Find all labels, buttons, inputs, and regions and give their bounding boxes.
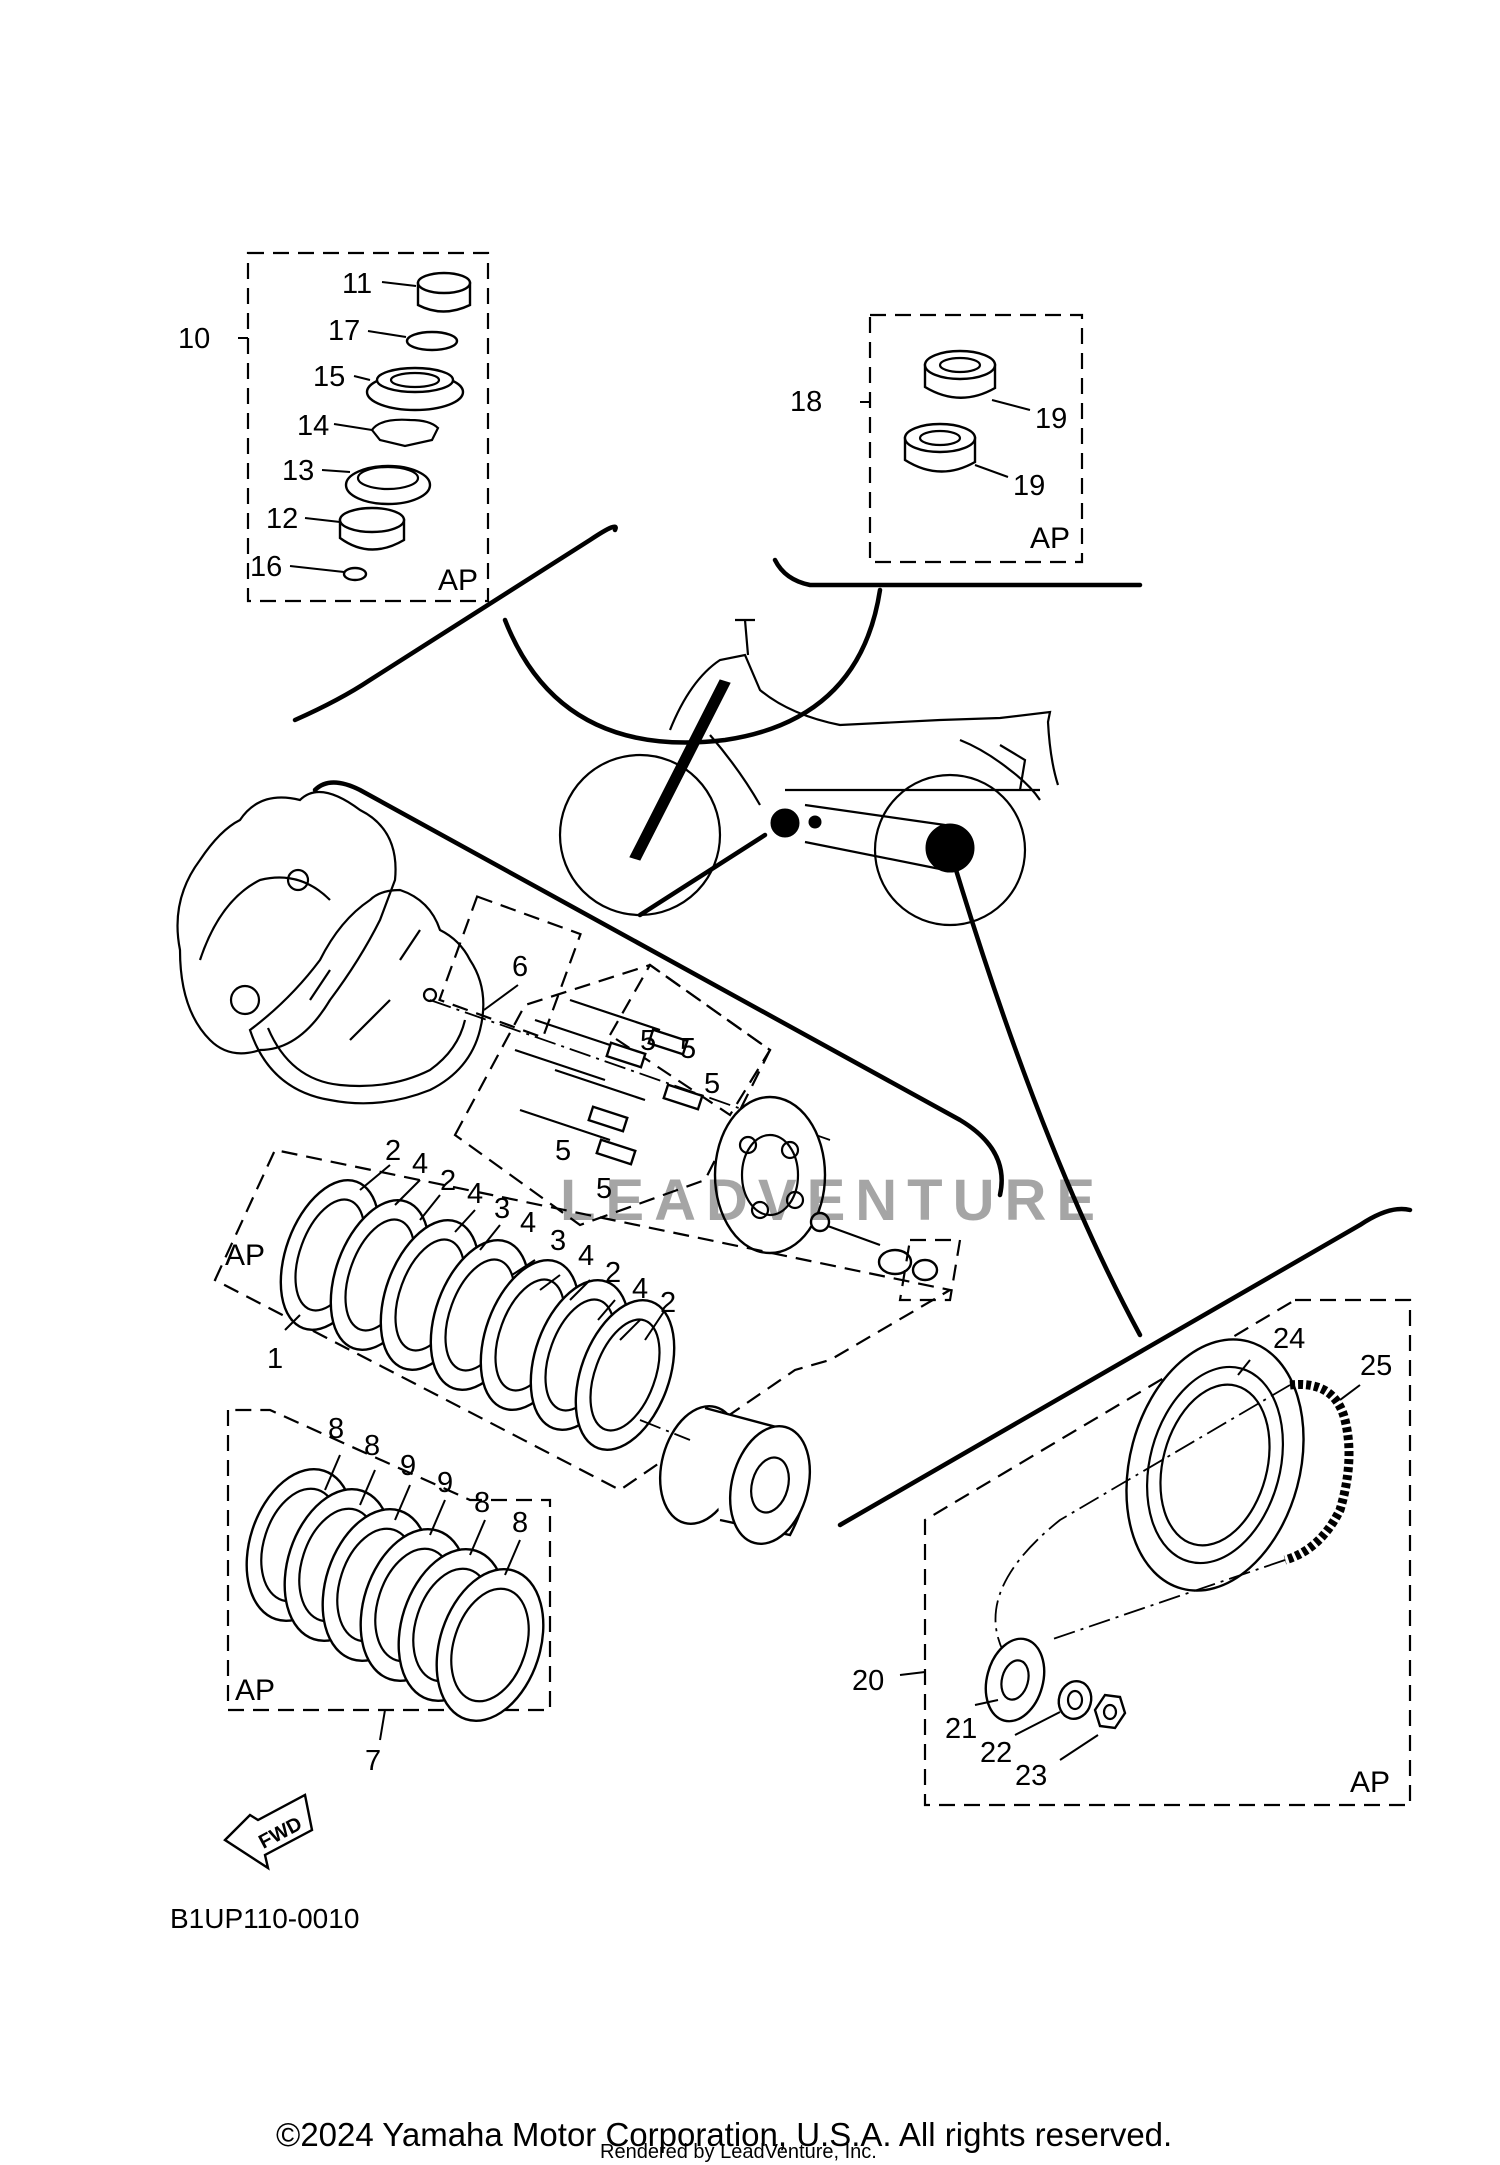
part-25-drive-chain[interactable] [1283, 1379, 1354, 1565]
callout-17[interactable]: 17 [328, 315, 360, 347]
friction-plate-stack[interactable] [228, 1455, 561, 1734]
ap-label-bearing: AP [1030, 522, 1070, 555]
callout-3b[interactable]: 3 [550, 1225, 566, 1257]
part-15-seal[interactable] [365, 366, 465, 412]
callout-16[interactable]: 16 [250, 551, 282, 583]
callout-5d[interactable]: 5 [555, 1135, 571, 1167]
part-21-drive-sprocket[interactable] [977, 1632, 1053, 1728]
friction-plate-set [226, 1408, 561, 1741]
ap-label-chain: AP [1350, 1766, 1390, 1799]
callout-4e[interactable]: 4 [632, 1273, 648, 1305]
callout-24[interactable]: 24 [1273, 1323, 1305, 1355]
part-11-bearing-race[interactable] [416, 271, 472, 313]
steering-kit-group [238, 251, 490, 603]
crankcase-cover-assembly [176, 790, 519, 1105]
assembly-labels: AP AP AP AP AP [225, 522, 1390, 1799]
callout-19a[interactable]: 19 [1035, 403, 1067, 435]
watermark: LEADVENTURE [560, 1168, 1105, 1233]
callout-18[interactable]: 18 [790, 386, 822, 418]
part-19-bearing-lower[interactable] [903, 422, 977, 473]
callout-4a[interactable]: 4 [412, 1148, 428, 1180]
callout-21[interactable]: 21 [945, 1713, 977, 1745]
callout-10[interactable]: 10 [178, 323, 210, 355]
clutch-plate-set [213, 1148, 954, 1492]
callout-3a[interactable]: 3 [494, 1193, 510, 1225]
callout-13[interactable]: 13 [282, 455, 314, 487]
callout-9b[interactable]: 9 [437, 1467, 453, 1499]
callout-4c[interactable]: 4 [520, 1207, 536, 1239]
callout-20[interactable]: 20 [852, 1665, 884, 1697]
push-rod-hardware [809, 1211, 962, 1302]
callout-5a[interactable]: 5 [640, 1025, 656, 1057]
callout-14[interactable]: 14 [297, 410, 329, 442]
drive-chain-kit [899, 1298, 1412, 1807]
part-13-bearing[interactable] [344, 464, 432, 506]
callout-bubbles [292, 524, 1413, 1528]
callout-labels: 10 11 17 15 14 13 12 16 18 19 19 6 5 5 5… [178, 268, 1392, 1792]
copyright-notice: ©2024 Yamaha Motor Corporation, U.S.A. A… [276, 2116, 1172, 2153]
part-22-lock-washer[interactable] [1055, 1678, 1096, 1723]
diagram-code: B1UP110-0010 [170, 1903, 359, 1934]
fwd-arrow-icon: FWD [223, 1793, 314, 1871]
part-23-nut[interactable] [1093, 1693, 1127, 1730]
callout-8c[interactable]: 8 [474, 1487, 490, 1519]
callout-5b[interactable]: 5 [680, 1033, 696, 1065]
callout-25[interactable]: 25 [1360, 1350, 1392, 1382]
callout-8d[interactable]: 8 [512, 1507, 528, 1539]
motorcycle-silhouette [558, 618, 1060, 927]
callout-1[interactable]: 1 [267, 1343, 283, 1375]
callout-8b[interactable]: 8 [364, 1430, 380, 1462]
callout-22[interactable]: 22 [980, 1737, 1012, 1769]
ap-label-friction: AP [235, 1674, 275, 1707]
callout-15[interactable]: 15 [313, 361, 345, 393]
callout-2b[interactable]: 2 [440, 1165, 456, 1197]
callout-23[interactable]: 23 [1015, 1760, 1047, 1792]
callout-9a[interactable]: 9 [400, 1450, 416, 1482]
callout-2d[interactable]: 2 [660, 1287, 676, 1319]
part-16-seal-small[interactable] [342, 566, 368, 582]
callout-19b[interactable]: 19 [1013, 470, 1045, 502]
callout-7[interactable]: 7 [365, 1745, 381, 1777]
callout-12[interactable]: 12 [266, 503, 298, 535]
callout-8a[interactable]: 8 [328, 1413, 344, 1445]
part-14-washer[interactable] [370, 418, 440, 448]
rendered-by: Rendered by LeadVenture, Inc. [600, 2141, 877, 2163]
part-17-o-ring[interactable] [405, 330, 459, 352]
callout-2c[interactable]: 2 [605, 1257, 621, 1289]
clutch-basket[interactable] [639, 1397, 822, 1553]
callout-4d[interactable]: 4 [578, 1240, 594, 1272]
callout-6[interactable]: 6 [512, 951, 528, 983]
part-24-rear-sprocket[interactable] [1100, 1319, 1330, 1610]
pressure-plate[interactable] [713, 1095, 827, 1255]
bearing-kit-group [860, 313, 1084, 564]
callout-2a[interactable]: 2 [385, 1135, 401, 1167]
part-5-springs[interactable] [587, 1028, 704, 1166]
clutch-plate-stack[interactable] [262, 1167, 693, 1464]
part-12-race[interactable] [338, 506, 406, 551]
callout-4b[interactable]: 4 [467, 1178, 483, 1210]
part-19-bearing-upper[interactable] [923, 349, 997, 399]
ap-label-steering: AP [438, 564, 478, 597]
ap-label-clutch: AP [225, 1239, 265, 1272]
callout-5e[interactable]: 5 [596, 1173, 612, 1205]
callout-5c[interactable]: 5 [704, 1068, 720, 1100]
callout-11[interactable]: 11 [342, 268, 372, 300]
